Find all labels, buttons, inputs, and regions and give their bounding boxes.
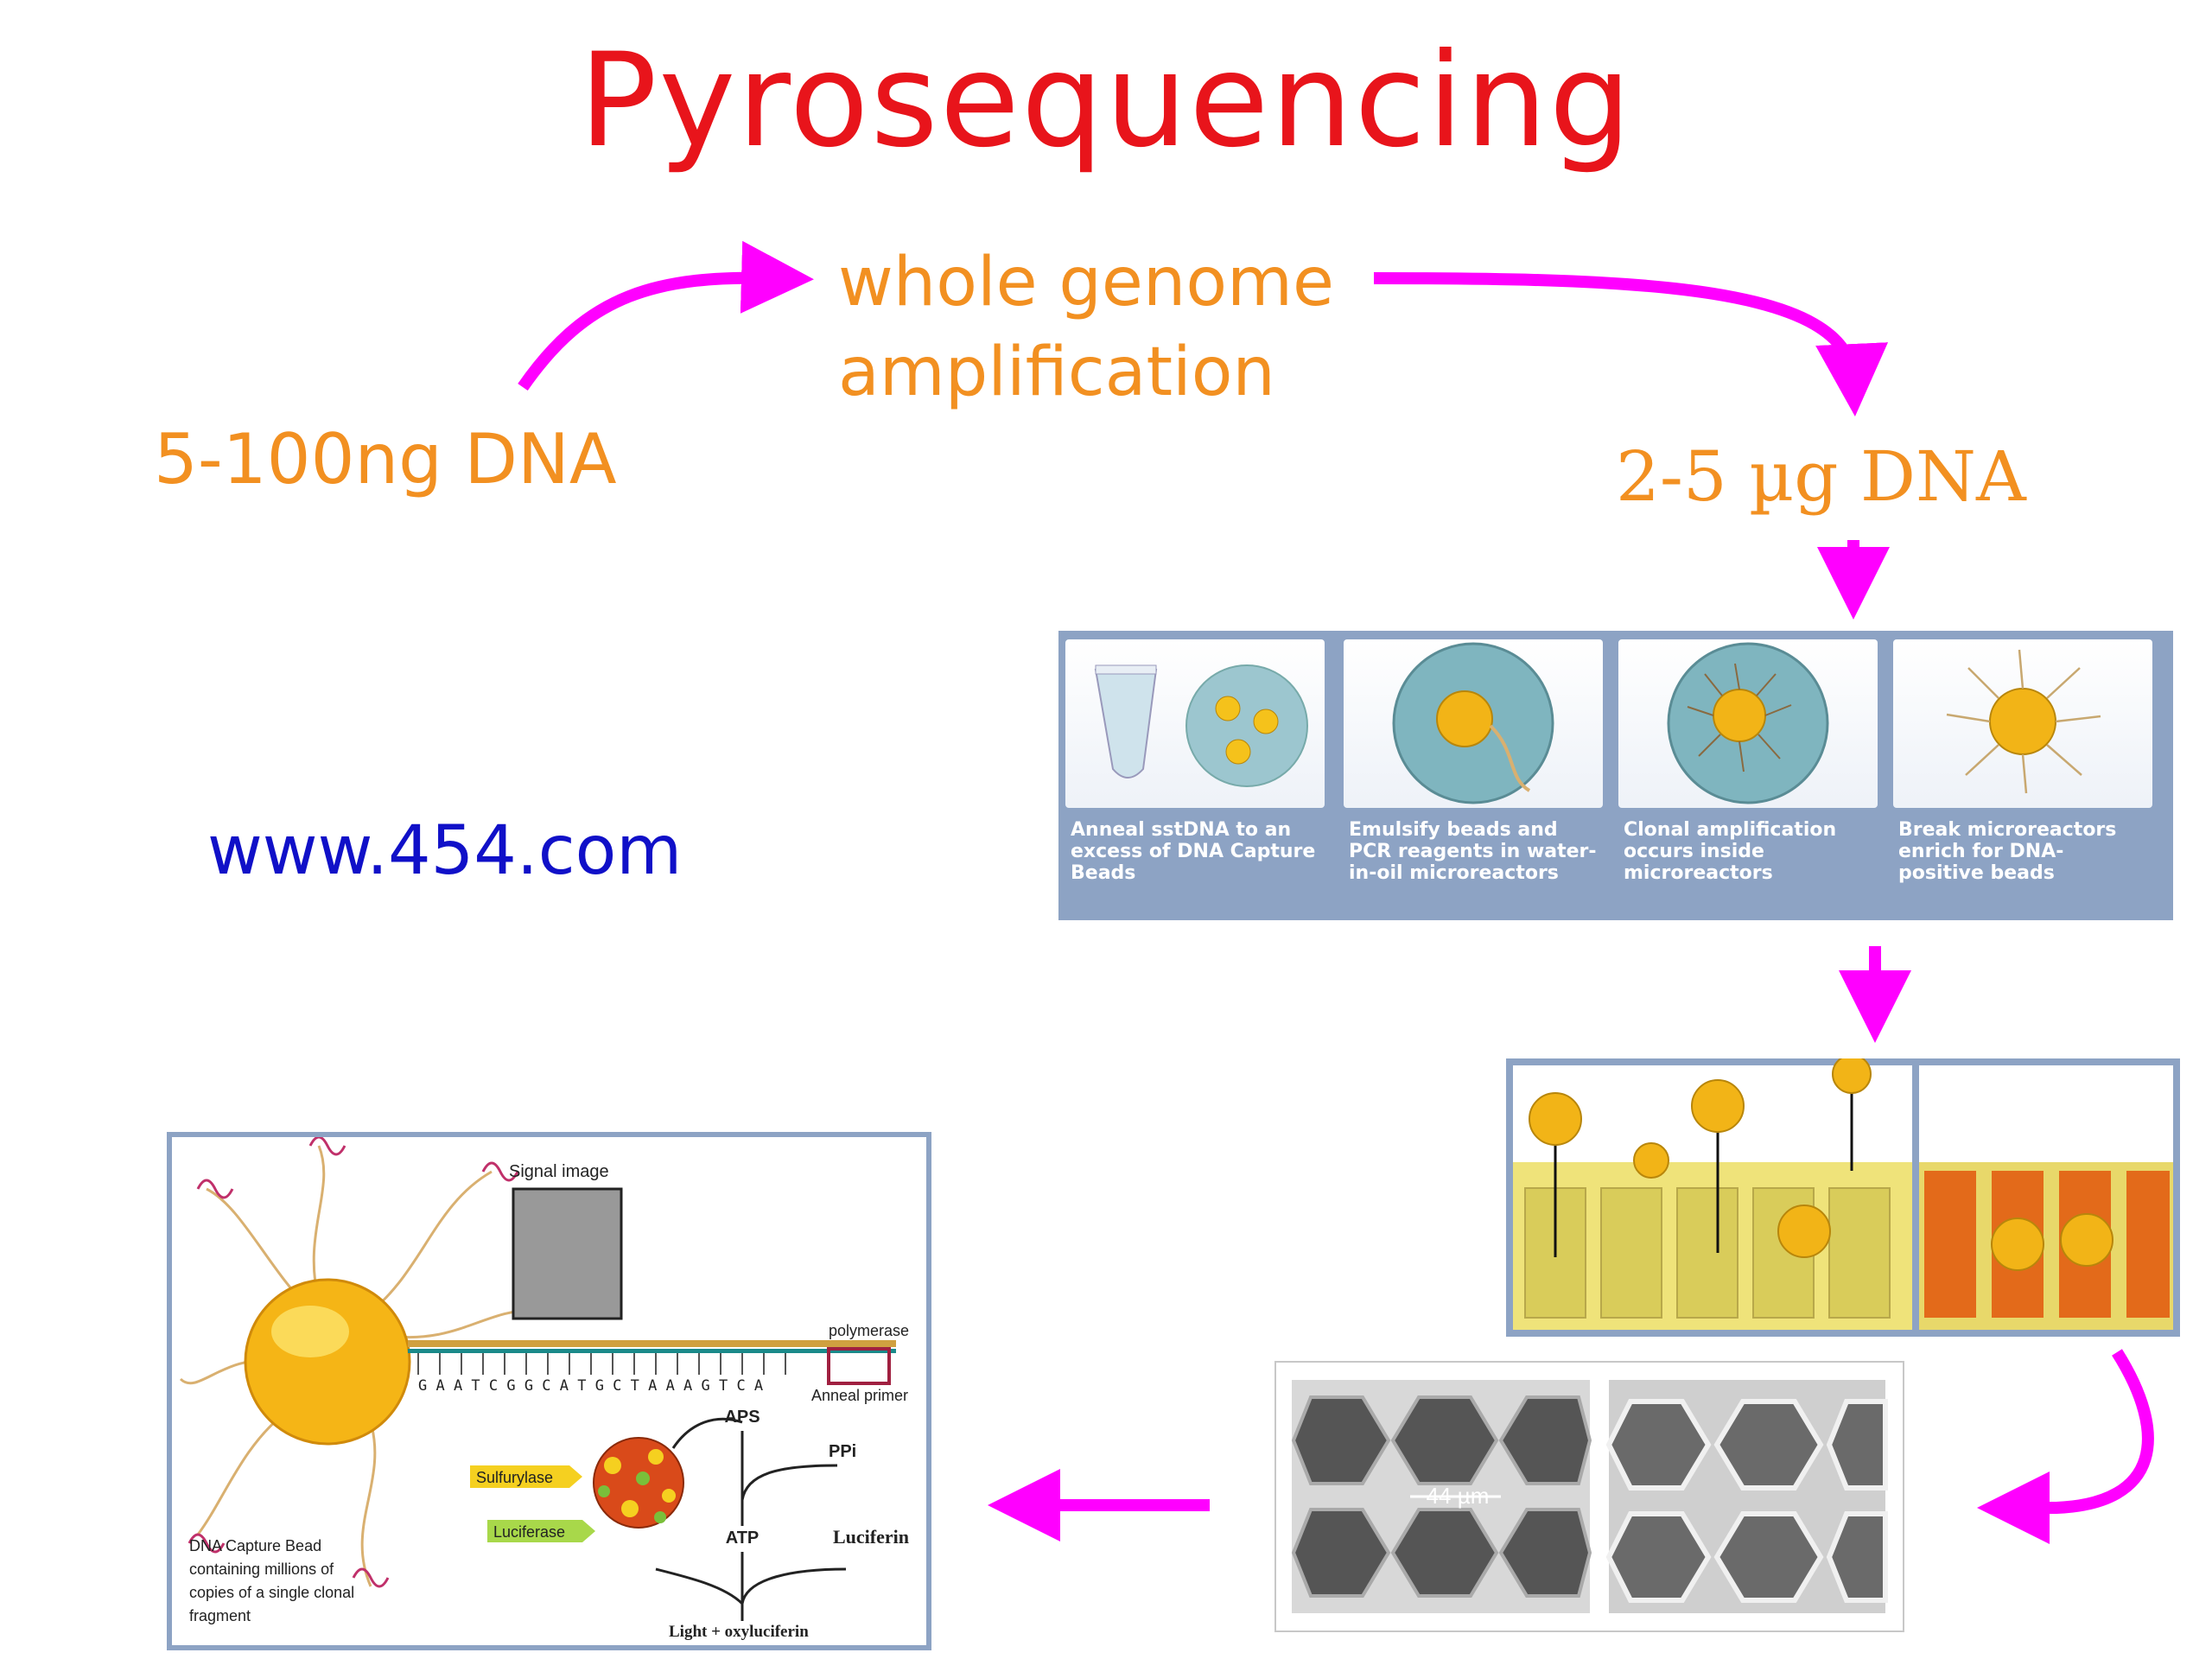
wga-line1: whole genome: [838, 244, 1335, 321]
arrow-wells-to-micro: [1977, 1349, 2154, 1544]
step-wga: whole genome amplification: [838, 238, 1334, 417]
tube-and-bead-image: [1065, 639, 1325, 808]
enriched-bead-image: [1893, 639, 2152, 808]
emulsion-caption-3: Clonal amplification occurs inside micro…: [1624, 819, 1837, 884]
emulsion-step-3: Clonal amplification occurs inside micro…: [1618, 639, 1878, 914]
luciferin-label: Luciferin: [833, 1526, 909, 1548]
light-oxyluciferin-label: Light + oxyluciferin: [669, 1623, 809, 1641]
arrow-start-to-wga: [518, 240, 814, 391]
source-url[interactable]: www.454.com: [207, 812, 683, 890]
emulsion-caption-1: Anneal sstDNA to an excess of DNA Captur…: [1071, 819, 1316, 884]
arrow-wga-to-mass: [1373, 272, 1888, 416]
emulsified-bead-image: [1344, 639, 1603, 808]
luciferase-label: Luciferase: [493, 1523, 565, 1541]
polymerase-label: polymerase: [829, 1322, 909, 1339]
anneal-primer-label: Anneal primer: [811, 1387, 908, 1404]
emulsion-step-1: Anneal sstDNA to an excess of DNA Captur…: [1065, 639, 1325, 914]
ppi-label: PPi: [829, 1442, 856, 1461]
step-output-dna: 2-5 µg DNA: [1616, 436, 2026, 517]
page-title: Pyrosequencing: [579, 26, 1633, 176]
step-input-dna: 5-100ng DNA: [154, 419, 617, 499]
emulsion-pcr-panel: Anneal sstDNA to an excess of DNA Captur…: [1058, 631, 2173, 920]
aps-label: APS: [724, 1408, 760, 1427]
pyrosequencing-chemistry-panel: Signal image polymerase G A A T C G G C …: [167, 1132, 931, 1650]
clonal-amplification-image: [1618, 639, 1878, 808]
picotiter-micrograph-panel: 44 µm: [1274, 1361, 1904, 1632]
wga-line2: amplification: [838, 334, 1275, 411]
emulsion-caption-2: Emulsify beads and PCR reagents in water…: [1349, 819, 1597, 884]
signal-image-label: Signal image: [509, 1162, 609, 1181]
capture-bead-caption: DNA Capture Bead containing millions of …: [189, 1537, 355, 1624]
sulfurylase-label: Sulfurylase: [476, 1469, 553, 1486]
scale-label: 44 µm: [1427, 1483, 1490, 1509]
emulsion-step-2: Emulsify beads and PCR reagents in water…: [1344, 639, 1603, 914]
bead-deposition-panel: [1506, 1054, 2180, 1337]
emulsion-step-4: Break microreactors enrich for DNA-posit…: [1893, 639, 2152, 914]
template-sequence: G A A T C G G C A T G C T A A A G T C A: [418, 1377, 763, 1395]
emulsion-caption-4: Break microreactors enrich for DNA-posit…: [1898, 819, 2117, 884]
atp-label: ATP: [726, 1529, 760, 1548]
